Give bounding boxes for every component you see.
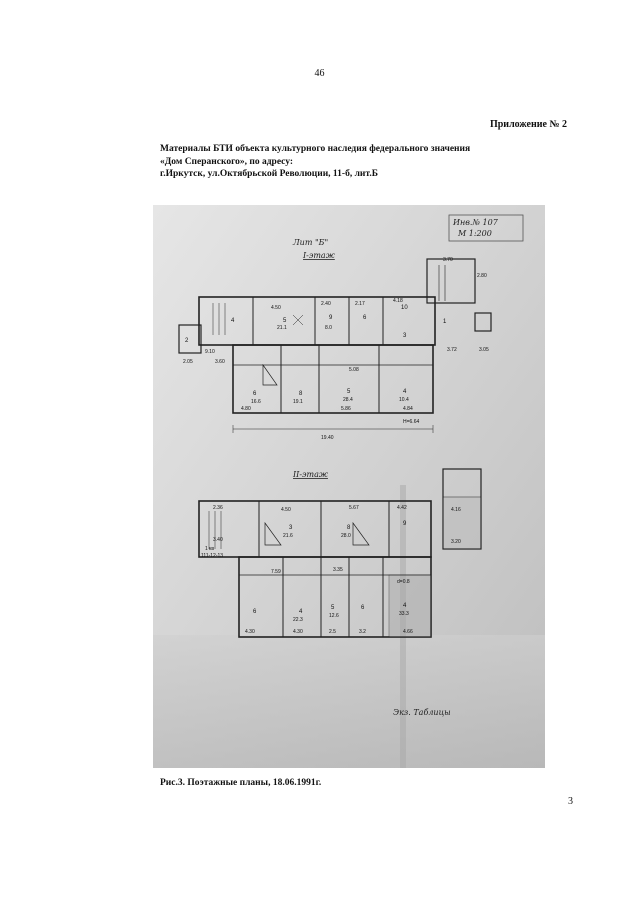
f1-room-4: 4 [231, 318, 235, 324]
f2-room-4: 4 [299, 609, 303, 615]
f2-dim-567: 5.67 [349, 505, 359, 511]
document-header: Материалы БТИ объекта культурного наслед… [160, 143, 580, 181]
f2-dim-759: 7.59 [271, 569, 281, 575]
floor-2-title: II-этаж [292, 470, 328, 479]
f1-area-284: 28.4 [343, 397, 353, 403]
page-number-bottom: 3 [568, 796, 573, 807]
f2-room-8: 8 [347, 525, 351, 531]
f1-room-9: 9 [329, 315, 333, 321]
f2-dim-236: 2.36 [213, 505, 223, 511]
f1-dim-372: 3.72 [447, 347, 457, 353]
f1-dim-240: 2.40 [321, 301, 331, 307]
title-block: Инв.№ 107 М 1:200 Лит "Б" I-этаж [292, 214, 524, 260]
f1-area-191: 19.1 [293, 399, 303, 405]
f2-area-126: 12.6 [329, 613, 339, 619]
f1-dim-305: 3.05 [479, 347, 489, 353]
f1-area-166: 16.6 [251, 399, 261, 405]
f1-dim-205: 2.05 [183, 359, 193, 365]
f2-area-333: 33.3 [399, 611, 409, 617]
f2-area-216: 21.6 [283, 533, 293, 539]
f1-dim-480: 4.80 [241, 406, 251, 412]
floor-2-plan [198, 468, 482, 638]
f2-dim-32: 3.2 [359, 629, 366, 635]
f2-dim-430b: 4.30 [245, 629, 255, 635]
f2-note-ref: 111-12-13 [201, 553, 223, 559]
f1-dim-418: 4.18 [393, 298, 403, 304]
f1-room-1: 1 [443, 319, 447, 325]
appendix-label: Приложение № 2 [489, 119, 567, 130]
sheet-title: Лит "Б" [292, 238, 328, 247]
f1-room-6: 6 [363, 315, 367, 321]
floor-plan-scan: Инв.№ 107 М 1:200 Лит "Б" I-этаж [153, 205, 545, 768]
f1-room-5b: 5 [347, 389, 351, 395]
f1-room-8: 8 [299, 391, 303, 397]
f2-dim-416: 4.16 [451, 507, 461, 513]
f2-room-9: 9 [403, 521, 407, 527]
figure-caption: Рис.3. Поэтажные планы, 18.06.1991г. [160, 778, 322, 788]
inventory-number: Инв.№ 107 [452, 218, 499, 227]
f1-dim-280: 2.80 [477, 273, 487, 279]
f1-dim-910: 9.10 [205, 349, 215, 355]
f2-dim-335: 3.35 [333, 567, 343, 573]
f2-room-6: 6 [253, 609, 257, 615]
f1-room-3: 3 [403, 333, 407, 339]
f2-dim-25: 2.5 [329, 629, 336, 635]
f2-area-340: 3.40 [213, 537, 223, 543]
floor-1-title: I-этаж [302, 251, 335, 260]
f2-dim-442: 4.42 [397, 505, 407, 511]
header-line-2: «Дом Сперанского», по адресу: [160, 156, 294, 167]
f1-dim-370: 3.70 [443, 257, 453, 263]
f1-dim-450: 4.50 [271, 305, 281, 311]
f2-area-223: 22.3 [293, 617, 303, 623]
floor-1-labels: 4 5 9 6 10 1 2 3 6 8 5 4 4.50 2.40 2.17 … [183, 257, 489, 441]
header-line-1: Материалы БТИ объекта культурного наслед… [160, 144, 471, 154]
f2-room-4b: 4 [403, 603, 407, 609]
floor-2-labels: 3 8 9 3.40 1 кв 111-12-13 6 4 5 6 4 4.50… [201, 505, 461, 635]
f1-dim-508: 5.08 [349, 367, 359, 373]
f1-area-104: 10.4 [399, 397, 409, 403]
f2-note-diameter: d=0.8 [397, 579, 410, 585]
f1-dim-484: 4.84 [403, 406, 413, 412]
f1-dim-217: 2.17 [355, 301, 365, 307]
plan-scale: М 1:200 [457, 229, 492, 238]
f2-room-5: 5 [331, 605, 335, 611]
f1-room-10: 10 [401, 305, 408, 311]
f2-room-3: 3 [289, 525, 293, 531]
floor-plan-drawing: Инв.№ 107 М 1:200 Лит "Б" I-этаж [153, 205, 545, 768]
f1-area-80: 8.0 [325, 325, 332, 331]
f2-dim-430: 4.30 [293, 629, 303, 635]
f1-area-211: 21.1 [277, 325, 287, 331]
f1-room-4b: 4 [403, 389, 407, 395]
page-number-top: 46 [314, 68, 325, 79]
f2-dim-466: 4.66 [403, 629, 413, 635]
f2-dim-320: 3.20 [451, 539, 461, 545]
f1-height: Н=6.64 [403, 419, 419, 425]
floor-1-plan [178, 258, 492, 433]
f2-area-280: 28.0 [341, 533, 351, 539]
f1-room-2: 2 [185, 338, 189, 344]
header-line-3: г.Иркутск, ул.Октябрьской Революции, 11-… [160, 169, 378, 179]
f1-room-5: 5 [283, 318, 287, 324]
archive-stamp: Экз. Таблицы [393, 708, 451, 717]
f2-note-apt: 1 кв [205, 546, 214, 552]
scan-shadow [153, 635, 545, 768]
f1-room-6b: 6 [253, 391, 257, 397]
f2-room-6b: 6 [361, 605, 365, 611]
f1-total-width: 19.40 [321, 435, 334, 441]
f2-dim-450: 4.50 [281, 507, 291, 513]
f1-dim-360: 3.60 [215, 359, 225, 365]
f1-dim-586: 5.86 [341, 406, 351, 412]
